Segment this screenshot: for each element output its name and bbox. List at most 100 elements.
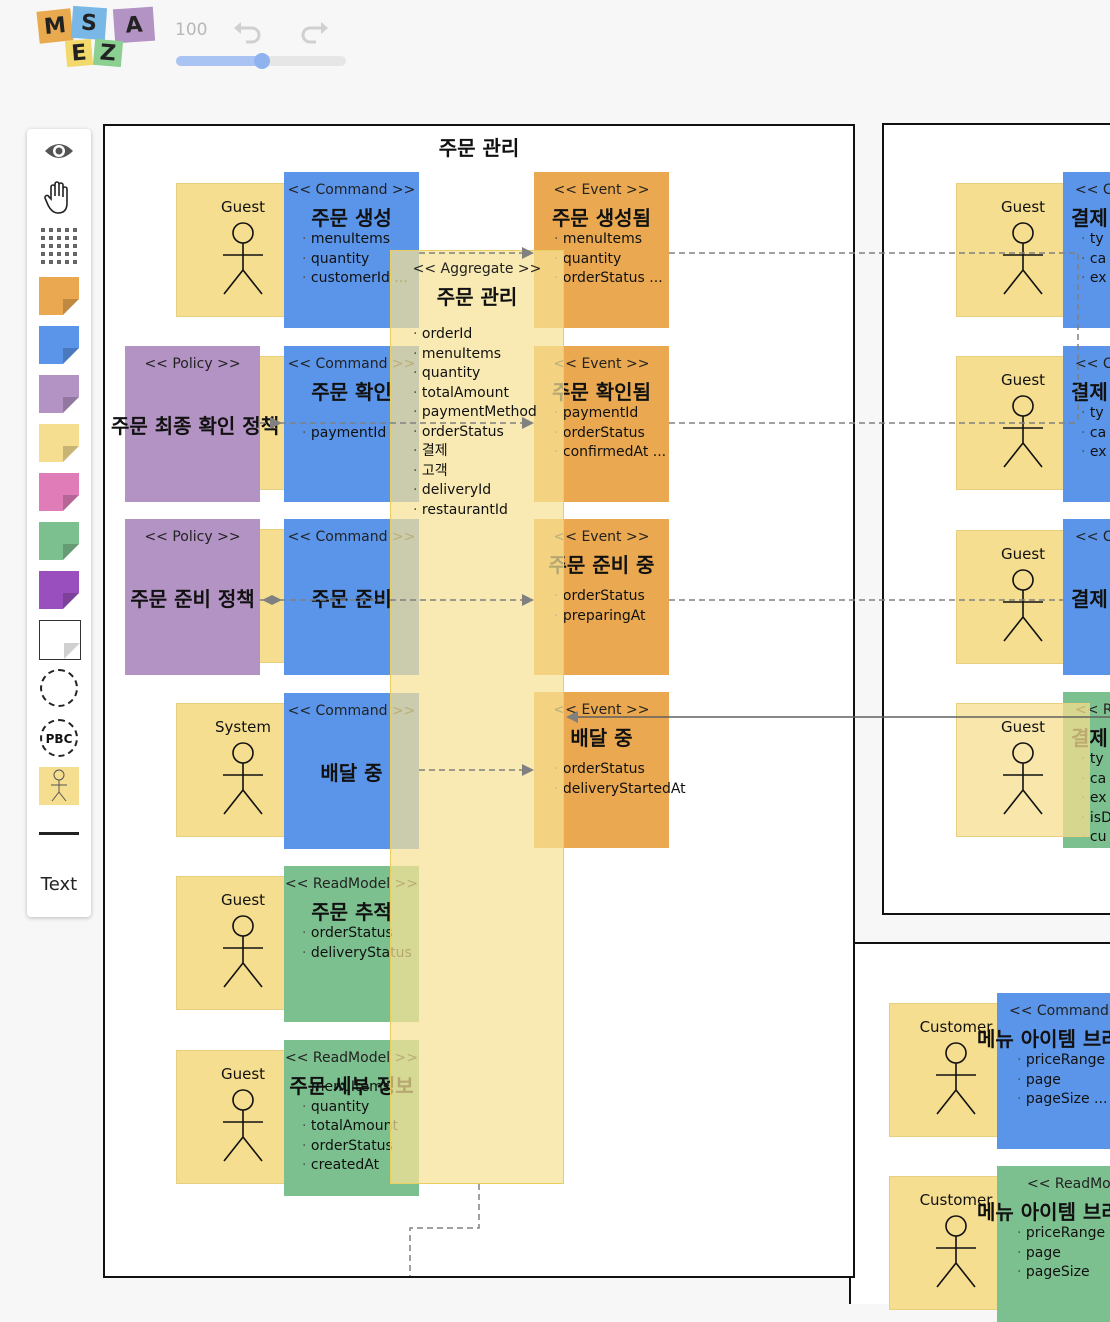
eye-icon[interactable] xyxy=(43,139,75,163)
actor-tool-icon[interactable] xyxy=(39,767,79,805)
sticky-name: 주문 확인 xyxy=(311,380,392,404)
aggregate-sticky[interactable]: << Aggregate >> 주문 관리 orderIdmenuItemsqu… xyxy=(390,250,564,1184)
zoom-slider[interactable] xyxy=(176,53,346,69)
actor-role: Guest xyxy=(1000,545,1046,563)
sticky-stereotype: << Command > xyxy=(1009,1003,1110,1019)
sticky-attributes: tycaex xyxy=(1081,404,1107,463)
actor-role: Guest xyxy=(220,891,266,909)
sticky-stereotype: << Policy >> xyxy=(144,356,241,372)
logo-letter-s: S xyxy=(70,5,108,41)
aggregate-stereotype: << Aggregate >> xyxy=(412,261,542,277)
sticky-stereotype: << Event >> xyxy=(553,182,650,198)
dashed-circle-icon[interactable] xyxy=(40,669,78,707)
external-sticky-tool[interactable] xyxy=(39,473,79,511)
sticky-attributes: orderStatuspreparingAt xyxy=(554,587,646,626)
actor-role: System xyxy=(215,718,271,736)
sticky-attributes: paymentIdorderStatusconfirmedAt ... xyxy=(554,404,666,463)
sticky-name: 주문 추적 xyxy=(311,900,392,924)
sticky-stereotype: << Command >> xyxy=(287,356,416,372)
text-tool[interactable]: Text xyxy=(40,874,78,895)
policy-sticky-tool[interactable] xyxy=(39,375,79,413)
element-palette: PBC Text xyxy=(27,129,91,917)
sticky-attributes: orderStatusdeliveryStatus xyxy=(302,924,412,963)
actor-sticky-tool[interactable] xyxy=(39,424,79,462)
sticky-name: 주문 준비 xyxy=(311,587,392,611)
issue-sticky-tool[interactable] xyxy=(39,571,79,609)
actor-role: Customer xyxy=(919,1191,993,1209)
policy-sticky[interactable]: << Policy >> 주문 준비 정책 xyxy=(125,519,260,675)
redo-icon[interactable] xyxy=(298,20,330,44)
event-sticky-tool[interactable] xyxy=(39,277,79,315)
readmodel-sticky-tool[interactable] xyxy=(39,522,79,560)
sticky-name: 주문 생성됨 xyxy=(552,206,651,230)
command-sticky[interactable]: << Co 결제 tycaex xyxy=(1063,346,1110,502)
actor-icon xyxy=(936,1215,976,1288)
sticky-attributes: menuItemsquantityorderStatus ... xyxy=(554,230,663,289)
sticky-name: 메뉴 아이템 브라 xyxy=(977,1027,1110,1051)
sticky-stereotype: << Command >> xyxy=(287,703,416,719)
actor-icon xyxy=(1003,222,1043,295)
aggregate-name: 주문 관리 xyxy=(436,285,518,309)
actor-icon xyxy=(223,1089,263,1162)
sticky-name: 주문 확인됨 xyxy=(552,380,651,404)
sticky-name: 주문 준비 정책 xyxy=(130,587,255,611)
line-tool-icon[interactable] xyxy=(39,832,79,835)
sticky-name: 배달 중 xyxy=(570,726,633,750)
actor-icon xyxy=(223,742,263,815)
readmodel-sticky[interactable]: << ReadModel > 메뉴 아이템 브라 priceRangepagep… xyxy=(977,1166,1110,1322)
actor-role: Guest xyxy=(220,1065,266,1083)
sticky-stereotype: << Event >> xyxy=(553,529,650,545)
hand-icon[interactable] xyxy=(43,179,75,215)
logo-letter-e: E xyxy=(64,38,94,68)
sticky-stereotype: << ReadModel >> xyxy=(284,876,419,892)
sticky-stereotype: << ReadModel >> xyxy=(284,1050,419,1066)
sticky-attributes: tycaex xyxy=(1081,230,1107,289)
sticky-stereotype: << Command >> xyxy=(287,529,416,545)
pbc-icon[interactable]: PBC xyxy=(40,719,78,757)
sticky-attributes: tycaexisDcu xyxy=(1081,750,1110,848)
command-sticky[interactable]: << Co 결제 tycaex xyxy=(1063,172,1110,328)
sticky-attributes: menuItemsquantitytotalAmountorderStatusc… xyxy=(302,1078,398,1176)
zoom-slider-fill xyxy=(176,56,262,66)
actor-icon xyxy=(223,222,263,295)
aggregate-fields: orderIdmenuItemsquantitytotalAmountpayme… xyxy=(413,325,537,520)
sticky-name: 주문 최종 확인 정책 xyxy=(111,414,280,438)
logo-letter-a: A xyxy=(112,6,156,44)
sticky-stereotype: << Event >> xyxy=(553,356,650,372)
zoom-level: 100 xyxy=(175,20,208,40)
bounded-context-title: 주문 관리 xyxy=(438,136,520,160)
sticky-attributes: paymentId xyxy=(302,424,386,444)
sticky-attributes: menuItemsquantitycustomerId ... xyxy=(302,230,408,289)
command-sticky[interactable]: << Co 결제 xyxy=(1063,519,1110,675)
policy-sticky[interactable]: << Policy >> 주문 최종 확인 정책 xyxy=(111,346,279,502)
zoom-slider-handle[interactable] xyxy=(254,53,270,69)
grid-icon[interactable] xyxy=(40,227,78,265)
sticky-stereotype: << Co xyxy=(1075,356,1110,372)
actor-icon xyxy=(1003,742,1043,815)
command-sticky[interactable]: << Command >> 주문 생성 menuItemsquantitycus… xyxy=(284,172,419,328)
actor-role: Guest xyxy=(220,198,266,216)
sticky-stereotype: << Command >> xyxy=(287,182,416,198)
boundary-sticky-tool[interactable] xyxy=(39,620,81,660)
undo-icon[interactable] xyxy=(232,20,264,44)
actor-icon xyxy=(1003,569,1043,642)
actor-role: Guest xyxy=(1000,718,1046,736)
sticky-attributes: orderStatusdeliveryStartedAt xyxy=(554,760,686,799)
sticky-stereotype: << Co xyxy=(1075,529,1110,545)
actor-role: Customer xyxy=(919,1018,993,1036)
actor-icon xyxy=(936,1042,976,1115)
logo[interactable]: M S A E Z xyxy=(36,4,160,70)
sticky-name: 배달 중 xyxy=(320,761,383,785)
actor-role: Guest xyxy=(1000,198,1046,216)
sticky-name: 결제 xyxy=(1071,587,1108,611)
command-sticky[interactable]: << Command > 메뉴 아이템 브라 priceRangepagepag… xyxy=(977,993,1110,1149)
sticky-name: 주문 생성 xyxy=(311,206,392,230)
actor-icon xyxy=(223,915,263,988)
actor-sticky[interactable]: Guest xyxy=(956,703,1090,837)
actor-icon xyxy=(1003,395,1043,468)
sticky-attributes: priceRangepagepageSize xyxy=(1017,1224,1105,1283)
command-sticky-tool[interactable] xyxy=(39,326,79,364)
sticky-stereotype: << ReadModel > xyxy=(1027,1176,1110,1192)
logo-letter-m: M xyxy=(36,8,74,44)
logo-letter-z: Z xyxy=(92,38,124,68)
